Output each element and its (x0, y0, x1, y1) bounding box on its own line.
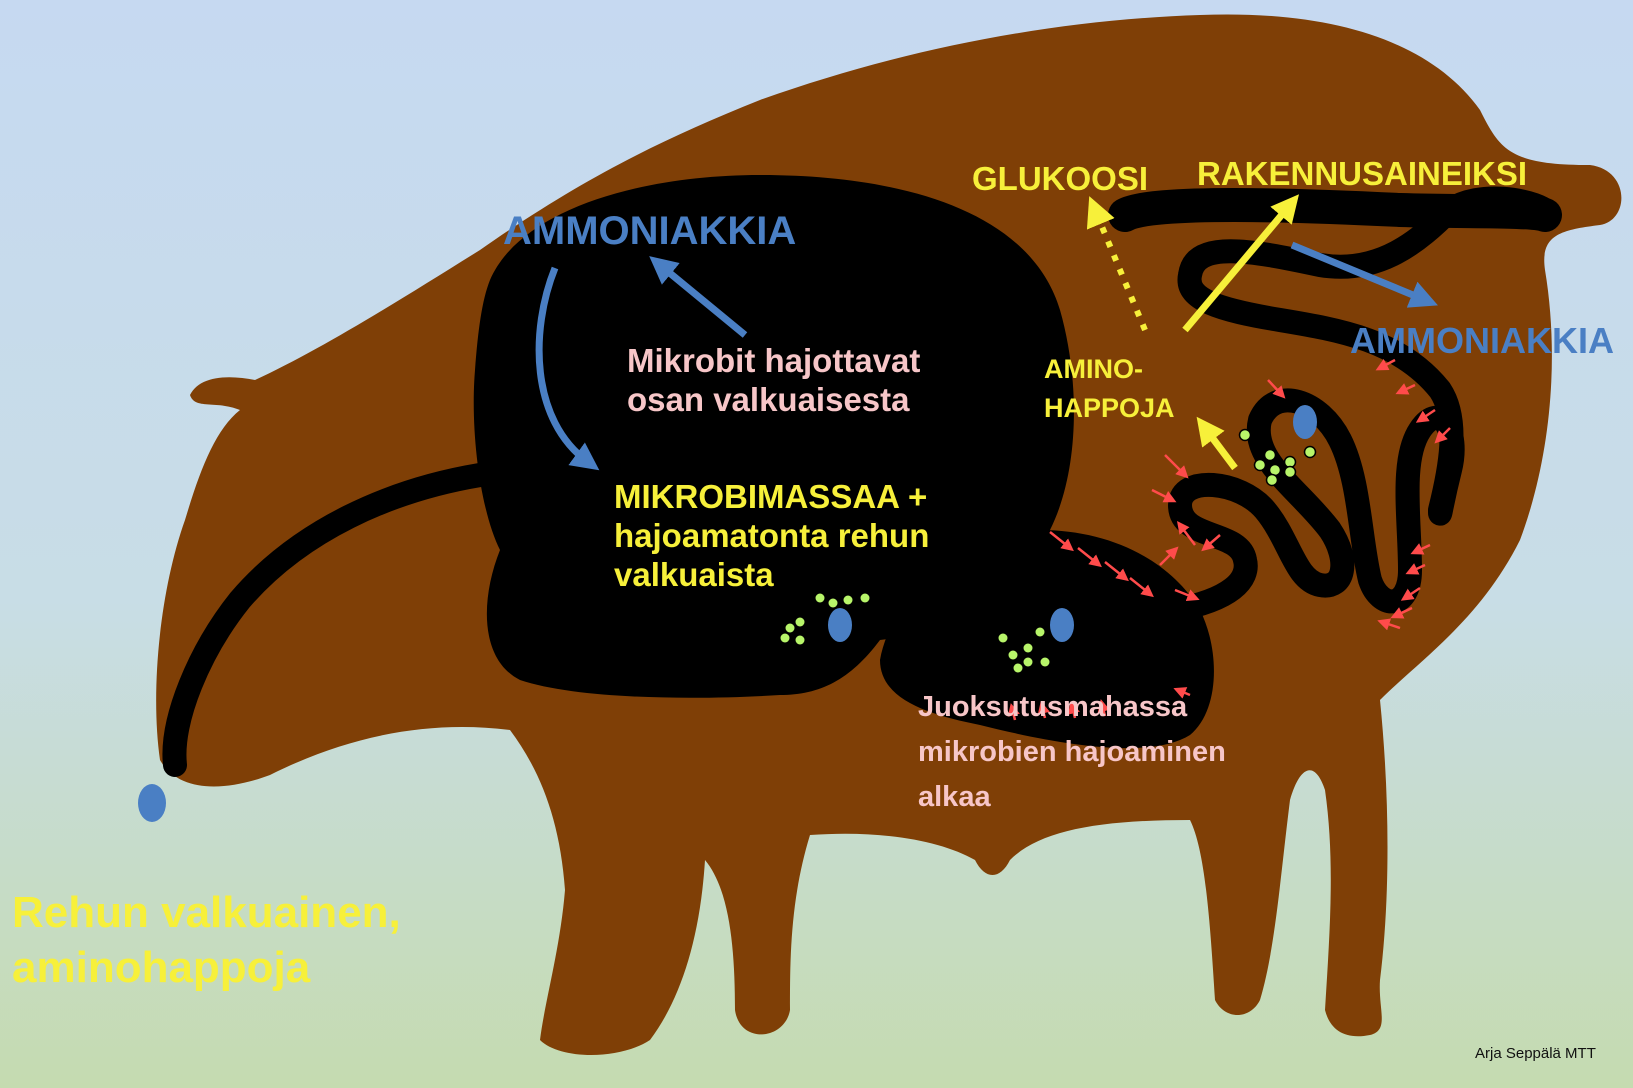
abomasum-label: Juoksutusmahassa mikrobien hajoaminen al… (918, 685, 1226, 820)
microbe-dot-6 (781, 634, 790, 643)
microbe-dot-22 (1267, 475, 1278, 486)
abomasum-line2: mikrobien hajoaminen (918, 730, 1226, 775)
biomass-line2: hajoamatonta rehun (614, 517, 929, 556)
microbes-label: Mikrobit hajottavat osan valkuaisesta (627, 342, 920, 420)
microbe-dot-19 (1255, 460, 1266, 471)
amino-line1: AMINO- (1044, 350, 1175, 389)
microbe-dot-14 (1014, 664, 1023, 673)
microbe-dot-3 (861, 594, 870, 603)
microbe-dot-4 (786, 624, 795, 633)
microbes-line2: osan valkuaisesta (627, 381, 920, 420)
ammonia-label-right: AMMONIAKKIA (1350, 320, 1614, 362)
glucose-label: GLUKOOSI (972, 160, 1148, 199)
microbe-dot-12 (1024, 658, 1033, 667)
microbe-dot-11 (1009, 651, 1018, 660)
microbe-dot-7 (796, 636, 805, 645)
biomass-line1: MIKROBIMASSAA + (614, 478, 929, 517)
protein-blob-intestine (1293, 405, 1317, 439)
microbe-dot-5 (796, 618, 805, 627)
microbe-dot-8 (999, 634, 1008, 643)
protein-blob-abomasum (1050, 608, 1074, 642)
microbe-dot-1 (829, 599, 838, 608)
building-label: RAKENNUSAINEIKSI (1197, 155, 1527, 194)
microbe-dot-18 (1305, 447, 1316, 458)
microbe-dot-10 (1024, 644, 1033, 653)
amino-line2: HAPPOJA (1044, 389, 1175, 428)
biomass-label: MIKROBIMASSAA + hajoamatonta rehun valku… (614, 478, 929, 595)
microbe-dot-13 (1041, 658, 1050, 667)
abomasum-line3: alkaa (918, 775, 1226, 820)
microbes-line1: Mikrobit hajottavat (627, 342, 920, 381)
protein-blob-feed (138, 784, 166, 822)
colon (1125, 205, 1545, 215)
microbe-dot-0 (816, 594, 825, 603)
credit-text: Arja Seppälä MTT (1475, 1045, 1596, 1063)
microbe-dot-21 (1285, 467, 1296, 478)
ammonia-label-left: AMMONIAKKIA (503, 208, 796, 255)
protein-blob-rumen (828, 608, 852, 642)
feed-protein-label: Rehun valkuainen, aminohappoja (12, 885, 401, 995)
microbe-dot-16 (1265, 450, 1276, 461)
amino-acids-label: AMINO- HAPPOJA (1044, 350, 1175, 428)
feed-line2: aminohappoja (12, 940, 401, 995)
microbe-dot-2 (844, 596, 853, 605)
biomass-line3: valkuaista (614, 556, 929, 595)
microbe-dot-9 (1036, 628, 1045, 637)
feed-line1: Rehun valkuainen, (12, 885, 401, 940)
microbe-dot-15 (1240, 430, 1251, 441)
abomasum-line1: Juoksutusmahassa (918, 685, 1226, 730)
